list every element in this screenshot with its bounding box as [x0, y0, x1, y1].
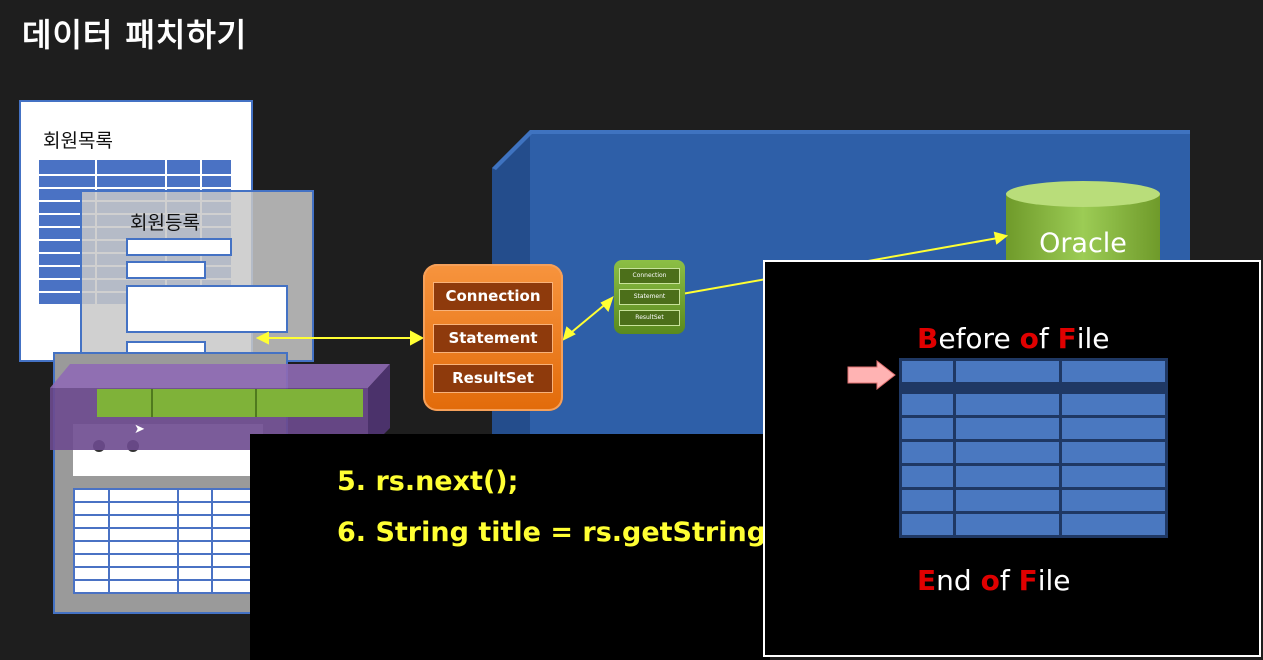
register-field-1[interactable] — [126, 238, 232, 256]
detail-table — [73, 488, 267, 594]
oracle-database-icon — [1006, 181, 1160, 264]
member-list-title: 회원목록 — [43, 130, 113, 152]
jdbc-mini-component: Connection Statement ResultSet — [614, 260, 685, 334]
eof-panel: Before of File End of File — [763, 260, 1261, 657]
code-line-1: 5. rs.next(); — [337, 466, 519, 497]
eof-label: End of File — [917, 564, 1071, 597]
bof-label: Before of File — [917, 322, 1110, 355]
cursor-icon: ➤ — [134, 422, 145, 437]
mini-resultset-item[interactable]: ResultSet — [619, 310, 680, 326]
member-register-title: 회원등록 — [130, 212, 200, 234]
mini-statement-item[interactable]: Statement — [619, 289, 680, 305]
oracle-label: Oracle — [1039, 228, 1127, 259]
resultset-table — [899, 358, 1168, 538]
arrow-right-icon — [847, 360, 896, 390]
resultset-item[interactable]: ResultSet — [433, 364, 553, 393]
mini-connection-item[interactable]: Connection — [619, 268, 680, 284]
connection-component: Connection Statement ResultSet — [423, 264, 563, 411]
statement-item[interactable]: Statement — [433, 324, 553, 353]
member-register-window[interactable]: 회원등록 — [80, 190, 314, 362]
connection-item[interactable]: Connection — [433, 282, 553, 311]
register-field-2[interactable] — [126, 261, 206, 279]
slide-title: 데이터 패치하기 — [22, 16, 248, 54]
code-panel — [250, 434, 770, 660]
register-field-3[interactable] — [126, 285, 288, 333]
